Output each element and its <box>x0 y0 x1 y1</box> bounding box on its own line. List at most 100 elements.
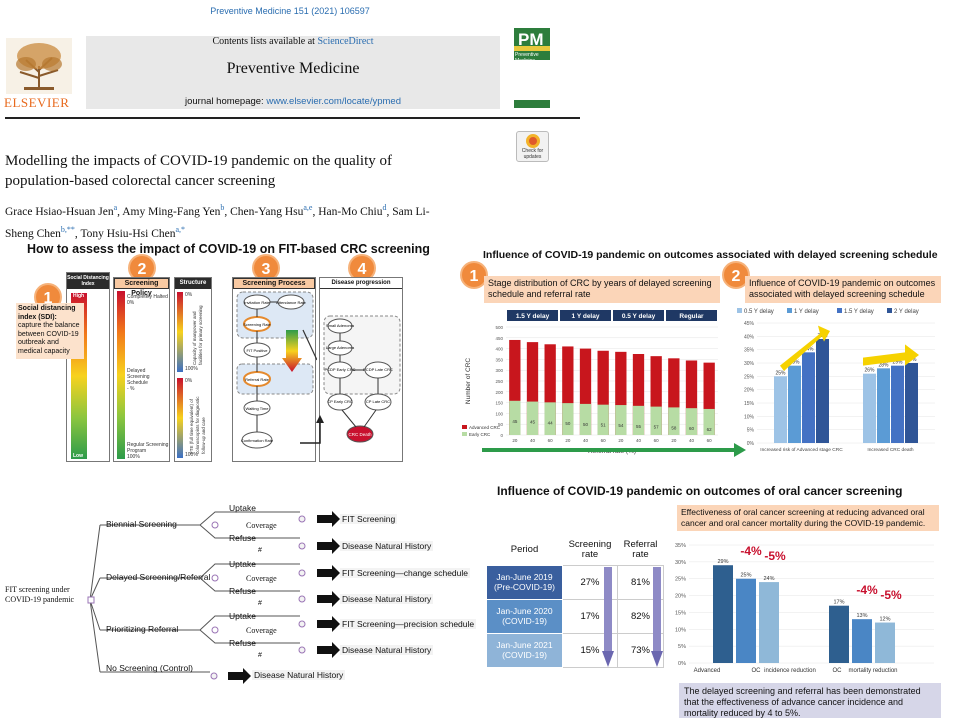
homepage-link[interactable]: www.elsevier.com/locate/ypmed <box>266 96 401 107</box>
oral-conclusion-box: The delayed screening and referral has b… <box>679 683 941 718</box>
bar <box>736 578 756 663</box>
journal-cover: PM Preventive Medicine <box>514 28 550 108</box>
data-label: 58 <box>671 425 677 430</box>
bar-early-crc <box>615 405 627 435</box>
node-label: CP Early CRC <box>327 399 353 404</box>
y-tick-label: 0% <box>747 441 755 447</box>
outcome-fit-change: FIT Screening—change schedule <box>340 568 471 578</box>
data-label: 44 <box>548 420 554 425</box>
bar-early-crc <box>703 408 715 435</box>
bar-advanced-crc <box>615 351 627 435</box>
bar <box>713 565 733 663</box>
x-tick-label: 60 <box>654 438 660 443</box>
affiliation-mark[interactable]: b <box>220 203 225 212</box>
legend-swatch <box>787 308 792 313</box>
branch-delayed[interactable]: Delayed Screening/Referral <box>106 572 211 582</box>
y-tick-label: 15% <box>744 401 755 407</box>
author-name[interactable]: , Tony Hsiu-Hsi Chen <box>74 227 176 240</box>
branch-biennial[interactable]: Biennial Screening <box>106 519 177 529</box>
affiliation-mark[interactable]: d <box>382 203 387 212</box>
branch-uptake: Uptake <box>229 611 256 621</box>
data-label: 62 <box>707 427 713 432</box>
branch-no-screening[interactable]: No Screening (Control) <box>106 663 193 673</box>
y-tick-label: 50 <box>498 422 504 427</box>
node-label: Waiting Time <box>246 406 270 411</box>
reduction-annotation: -4% <box>856 583 878 597</box>
reduction-annotation: -4% <box>740 544 762 558</box>
screening-decline-arrow <box>602 567 614 667</box>
y-tick-label: 35% <box>744 348 755 354</box>
author-name[interactable]: Sheng Chen <box>5 227 61 240</box>
data-label: 13% <box>856 613 867 619</box>
node-label: Invitation Rate <box>244 300 270 305</box>
branch-uptake: Uptake <box>229 503 256 513</box>
disease-progression-column: Disease progression Small Adenoma Large … <box>319 277 403 462</box>
bar <box>877 368 890 443</box>
author-name[interactable]: , Sam Li- <box>386 205 430 218</box>
bar-advanced-crc <box>703 362 715 435</box>
trend-arrow <box>780 325 830 371</box>
x-tick-label: incidence reduction <box>764 668 816 674</box>
branch-hash: # <box>258 547 262 554</box>
node-label: Referral Rate <box>245 377 270 382</box>
y-tick-label: 5% <box>747 428 755 434</box>
policy-halted-label: Completely Halted <box>127 294 168 300</box>
author-name[interactable]: Grace Hsiao-Hsuan Jen <box>5 205 114 218</box>
trend-arrow <box>863 344 919 366</box>
right-panel-heading: Influence of COVID-19 pandemic on outcom… <box>483 249 938 261</box>
col-header-period: Period <box>510 544 539 556</box>
branch-uptake: Uptake <box>229 559 256 569</box>
bar-early-crc <box>632 405 645 435</box>
x-tick-label: 20 <box>618 438 624 443</box>
period-cell: Jan-June 2020 (COVID-19) <box>486 598 563 634</box>
data-label: 34% <box>803 346 814 352</box>
affiliation-mark[interactable]: a <box>113 203 118 212</box>
y-tick-label: 35% <box>675 543 686 549</box>
data-label: 60 <box>689 426 695 431</box>
structure-top-min: 0% <box>185 292 193 298</box>
affiliation-mark[interactable]: a,* <box>175 224 186 234</box>
author-name[interactable]: , Amy Ming-Fang Yen <box>117 205 221 218</box>
col-header-screening: Screening rate <box>568 538 612 560</box>
y-tick-label: 30% <box>675 560 686 566</box>
group-header <box>613 310 664 321</box>
bar-early-crc <box>562 403 574 435</box>
check-updates-icon <box>525 134 540 148</box>
data-label: 29% <box>717 559 728 565</box>
structure-column: Structure 0% 100% 0% 100% Capacity of ma… <box>174 277 212 462</box>
legend-label: 2 Y delay <box>894 309 919 315</box>
affiliation-mark[interactable]: a,e <box>303 203 313 212</box>
right-step-1-badge: 1 <box>460 261 488 289</box>
branch-prioritizing[interactable]: Prioritizing Referral <box>106 624 179 634</box>
author-name[interactable]: , Chen-Yang Hsu <box>224 205 304 218</box>
bar-advanced-crc <box>579 348 592 435</box>
branch-coverage: Coverage <box>246 521 277 530</box>
legend-swatch <box>737 308 742 313</box>
referral-progress-arrow <box>482 443 746 457</box>
legend-swatch <box>887 308 892 313</box>
branch-refuse: Refuse <box>229 586 256 596</box>
tree-root: FIT screening under COVID-19 pandemic <box>5 585 75 604</box>
node-label: Confirmation Rate <box>241 438 274 443</box>
branch-refuse: Refuse <box>229 638 256 648</box>
x-tick-label: 40 <box>583 438 589 443</box>
bar-early-crc <box>544 402 556 435</box>
author-name[interactable]: , Han-Mo Chiu <box>312 205 383 218</box>
affiliation-mark[interactable]: b,** <box>60 224 75 234</box>
sciencedirect-link[interactable]: ScienceDirect <box>317 36 374 47</box>
bar-advanced-crc <box>650 356 662 435</box>
data-label: 51 <box>601 423 607 428</box>
disease-flow-diagram: Small Adenoma Large Adenoma PCDP Early C… <box>323 315 401 443</box>
check-for-updates-button[interactable]: Check for updates <box>516 131 549 162</box>
bar <box>802 352 815 443</box>
outcome-fit-precision: FIT Screening—precision schedule <box>340 619 477 629</box>
cover-band <box>514 46 550 51</box>
y-tick-label: 20% <box>675 594 686 600</box>
outcome-natural-history: Disease Natural History <box>340 645 434 655</box>
contents-available: Contents lists available at ScienceDirec… <box>86 36 500 47</box>
bar-advanced-crc <box>668 358 680 435</box>
data-label: 50 <box>565 421 571 426</box>
policy-gradient <box>117 291 125 459</box>
